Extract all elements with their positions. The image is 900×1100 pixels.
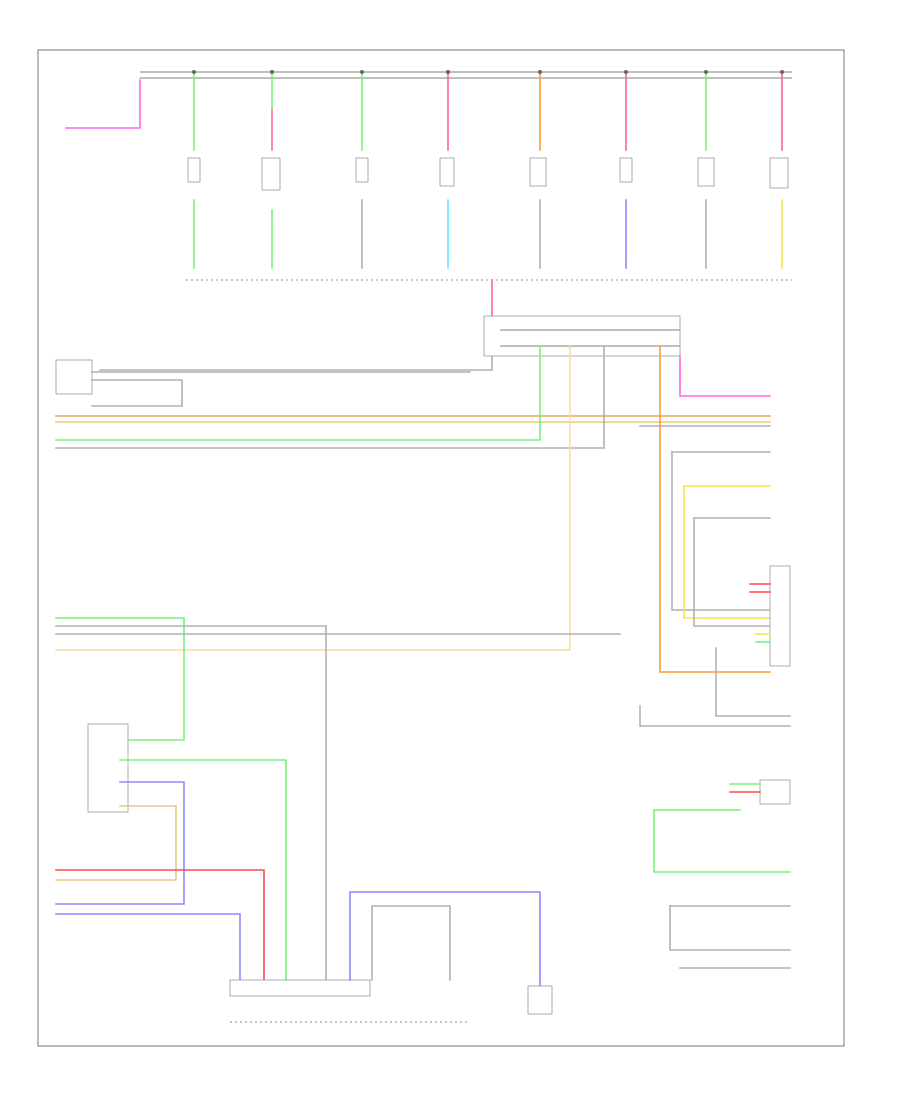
switch-column-2 — [261, 70, 281, 269]
wire-green-mid — [55, 345, 541, 441]
switch-column-8 — [769, 70, 789, 269]
switch-column-3 — [355, 70, 369, 269]
switch-column-6 — [619, 70, 633, 269]
diagram-frame — [37, 49, 845, 1047]
wire-orange-vertical — [659, 345, 771, 673]
bottom-connector-block — [229, 979, 371, 997]
right-lower-module — [759, 779, 791, 805]
left-lower-module — [87, 723, 129, 813]
wire-pink-feed — [65, 79, 141, 129]
wire-gray-mid — [55, 345, 605, 449]
left-sensor-module — [55, 359, 93, 395]
right-switch-group — [671, 451, 791, 667]
wire-pink-right — [679, 355, 771, 397]
bottom-right-box — [527, 985, 553, 1015]
switch-column-5 — [529, 70, 547, 269]
center-junction — [99, 279, 681, 371]
switch-column-1 — [187, 70, 201, 269]
wire-light-orange-center — [55, 345, 571, 651]
switch-column-7 — [697, 70, 715, 269]
switch-column-4 — [439, 70, 455, 269]
